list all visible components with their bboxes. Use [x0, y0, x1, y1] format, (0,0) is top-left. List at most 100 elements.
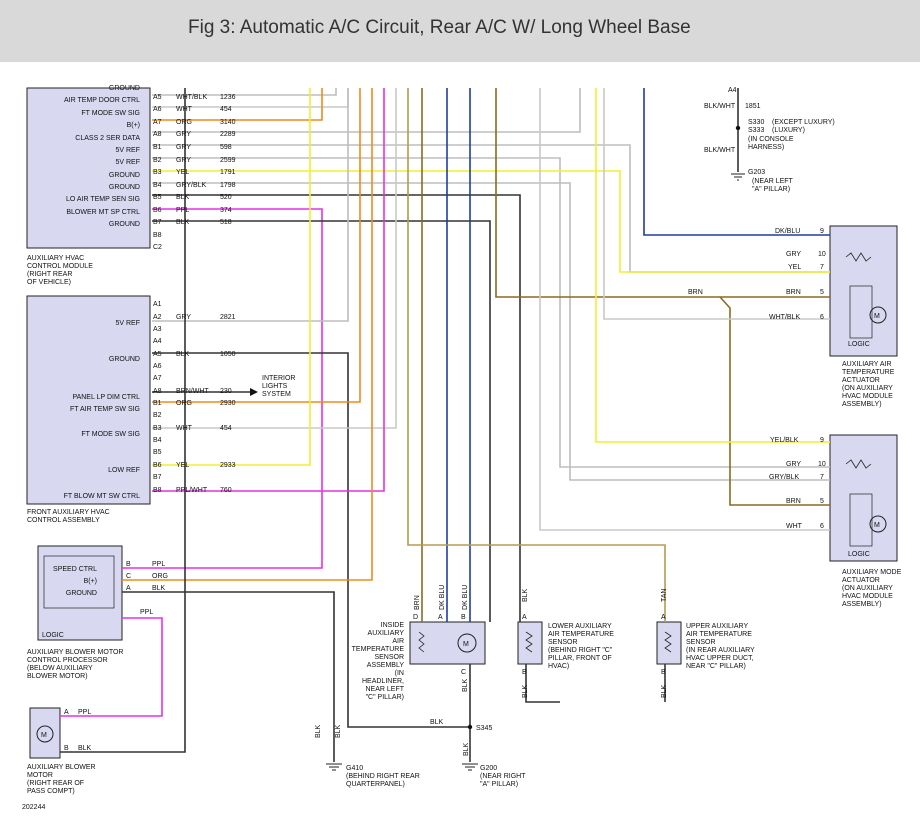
inside-pin-2: B [461, 614, 466, 621]
fahvac-name-4: GROUND [109, 356, 140, 363]
upper-sensor-thermistor-icon [664, 631, 672, 653]
ahvac-label-0: AUXILIARY HVAC [27, 255, 84, 262]
lower-pin-bottom: B [522, 669, 527, 676]
ahvac-pin-13: C2 [153, 244, 162, 251]
fahvac-label-0: FRONT AUXILIARY HVAC [27, 509, 110, 516]
proc-pin-1: C [126, 573, 131, 580]
air-act-pin-0: 9 [820, 228, 824, 235]
fahvac-circuit-13: 2933 [220, 462, 236, 469]
upper-pin-bottom: B [661, 669, 666, 676]
g410-wire-0: BLK [315, 724, 322, 738]
fahvac-pin-2: A3 [153, 326, 162, 333]
fahvac-pin-13: B6 [153, 462, 162, 469]
ahvac-pin-7: B3 [153, 169, 162, 176]
proc-pin-2: A [126, 585, 131, 592]
g410-wire-1: BLK [335, 724, 342, 738]
motor-color-0: PPL [78, 709, 91, 716]
upper-wire-top: TAN [661, 589, 668, 602]
wire-wht-blk-1236 [152, 88, 337, 96]
wiring-diagram: GROUND AIR TEMP DOOR CTRL FT MODE SW SIG… [0, 62, 920, 836]
fahvac-circuit-7: 230 [220, 388, 232, 395]
proc-name-2: GROUND [66, 590, 97, 597]
mode-act-pin-0: 9 [820, 437, 824, 444]
air-act-label-3: (ON AUXILIARY [842, 385, 893, 392]
fahvac-label-1: CONTROL ASSEMBLY [27, 517, 100, 524]
air-temp-actuator: DK/BLU 9 GRY 10 YEL 7 BRN 5 WHT/BLK 6 BR… [688, 228, 895, 408]
ahvac-pin-name-7: GROUND [109, 172, 140, 179]
splice-g203: G203 [748, 169, 765, 176]
g200-wire: BLK [463, 742, 470, 756]
upper-label-4: HVAC UPPER DUCT, [686, 655, 754, 662]
fahvac-color-13: YEL [176, 462, 189, 469]
fahvac-circuit-1: 2821 [220, 314, 236, 321]
g200-note-0: (NEAR RIGHT [480, 773, 526, 780]
ahvac-pin-12: B8 [153, 232, 162, 239]
proc-label-2: (BELOW AUXILIARY [27, 665, 93, 672]
g410-label: G410 [346, 765, 363, 772]
fahvac-pin-0: A1 [153, 301, 162, 308]
blower-motor-icon [36, 725, 54, 743]
motor-m: M [41, 732, 47, 739]
front-aux-hvac-control-box [26, 295, 151, 505]
fahvac-pin-7: A8 [153, 388, 162, 395]
lower-label-2: SENSOR [548, 639, 578, 646]
air-act-pin-4: 6 [820, 314, 824, 321]
upper-pin-top: A [661, 614, 666, 621]
fahvac-circuit-10: 454 [220, 425, 232, 432]
ahvac-pin-5: B1 [153, 144, 162, 151]
air-act-brn-label: BRN [688, 289, 703, 296]
interior-lights-2: SYSTEM [262, 391, 291, 398]
inside-m: M [463, 641, 469, 648]
inside-wire-1: DK BLU [439, 585, 446, 610]
wire-wht-454-b [152, 88, 397, 429]
upper-label-2: SENSOR [686, 639, 716, 646]
splice-g203-note-0: (NEAR LEFT [752, 178, 794, 185]
wire-wht-mode [539, 88, 830, 531]
ahvac-pin-6: B2 [153, 157, 162, 164]
ahvac-pin-11: B7 [153, 219, 162, 226]
mode-act-m: M [874, 522, 880, 529]
fahvac-name-10: FT MODE SW SIG [81, 431, 140, 438]
proc-label-0: AUXILIARY BLOWER MOTOR [27, 649, 123, 656]
lower-label-5: HVAC) [548, 663, 569, 670]
fahvac-pin-4: A5 [153, 351, 162, 358]
fahvac-pin-12: B5 [153, 449, 162, 456]
ahvac-pin-8: B4 [153, 182, 162, 189]
proc-logic: LOGIC [42, 632, 64, 639]
mode-act-color-3: BRN [786, 498, 801, 505]
mode-act-label-4: ASSEMBLY) [842, 601, 882, 608]
mode-act-logic: LOGIC [848, 551, 870, 558]
wire-yel-blk-mode [595, 88, 830, 443]
mode-act-color-1: GRY [786, 461, 801, 468]
upper-label-1: AIR TEMPERATURE [686, 631, 752, 638]
mode-act-label-1: ACTUATOR [842, 577, 880, 584]
wire-blk-1050 [152, 352, 470, 728]
upper-label-0: UPPER AUXILIARY [686, 623, 748, 630]
lower-pin-top: A [522, 614, 527, 621]
upper-label-5: NEAR "C" PILLAR) [686, 663, 746, 670]
splice-s333: S333 [748, 127, 764, 134]
lower-wire-bottom: BLK [522, 684, 529, 698]
proc-name-1: B(+) [84, 578, 97, 585]
lower-label-1: AIR TEMPERATURE [548, 631, 614, 638]
s345-wire: BLK [430, 719, 444, 726]
air-act-color-1: GRY [786, 251, 801, 258]
fahvac-color-4: BLK [176, 351, 190, 358]
fahvac-name-15: FT BLOW MT SW CTRL [64, 493, 140, 500]
mode-actuator-logic-box [849, 493, 873, 547]
aux-hvac-control-module-box [26, 87, 151, 249]
figure-title: Fig 3: Automatic A/C Circuit, Rear A/C W… [188, 17, 691, 38]
lower-sensor: BLK A B BLK LOWER AUXILIARY AIR TEMPERAT… [522, 588, 614, 698]
fahvac-color-15: PPL/WHT [176, 487, 208, 494]
air-act-logic: LOGIC [848, 341, 870, 348]
inside-sensor-motor-icon [457, 633, 477, 653]
ground-g203-icon [731, 173, 745, 181]
s345-label: S345 [476, 725, 492, 732]
proc-name-0: SPEED CTRL [53, 566, 97, 573]
inside-label-8: NEAR LEFT [365, 686, 404, 693]
fahvac-color-7: BRN/WHT [176, 388, 209, 395]
ahvac-pin-3: A7 [153, 119, 162, 126]
fahvac-name-8: FT AIR TEMP SW SIG [70, 406, 140, 413]
ground-g200-icon [462, 763, 478, 771]
wire-blk-processor [122, 591, 335, 762]
